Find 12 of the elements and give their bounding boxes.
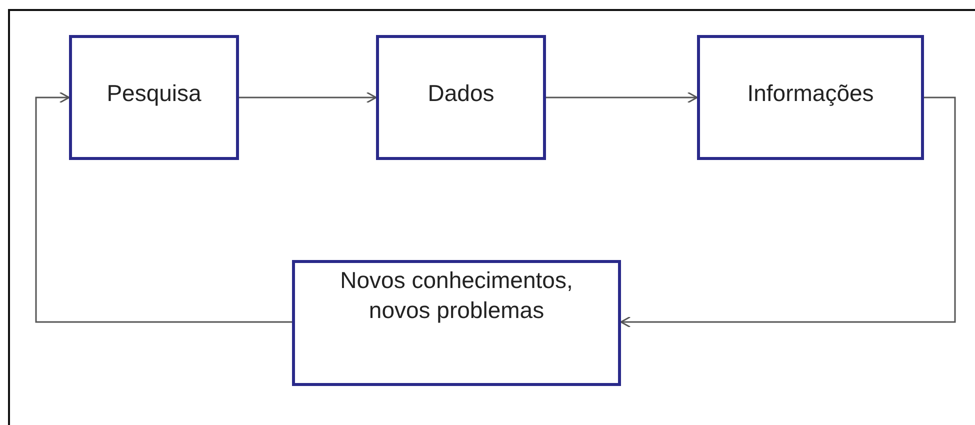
- process-box: [69, 35, 239, 160]
- arrow: [239, 92, 377, 104]
- process-box: [292, 260, 621, 386]
- arrow: [35, 92, 292, 323]
- box-label: Novos conhecimentos, novos problemas: [339, 266, 574, 325]
- box-label: Dados: [428, 79, 494, 108]
- box-label: Pesquisa: [106, 79, 202, 108]
- arrow: [546, 92, 698, 104]
- process-box: [376, 35, 546, 160]
- arrow: [620, 96, 956, 328]
- process-box: [697, 35, 924, 160]
- box-label: Informações: [747, 79, 874, 108]
